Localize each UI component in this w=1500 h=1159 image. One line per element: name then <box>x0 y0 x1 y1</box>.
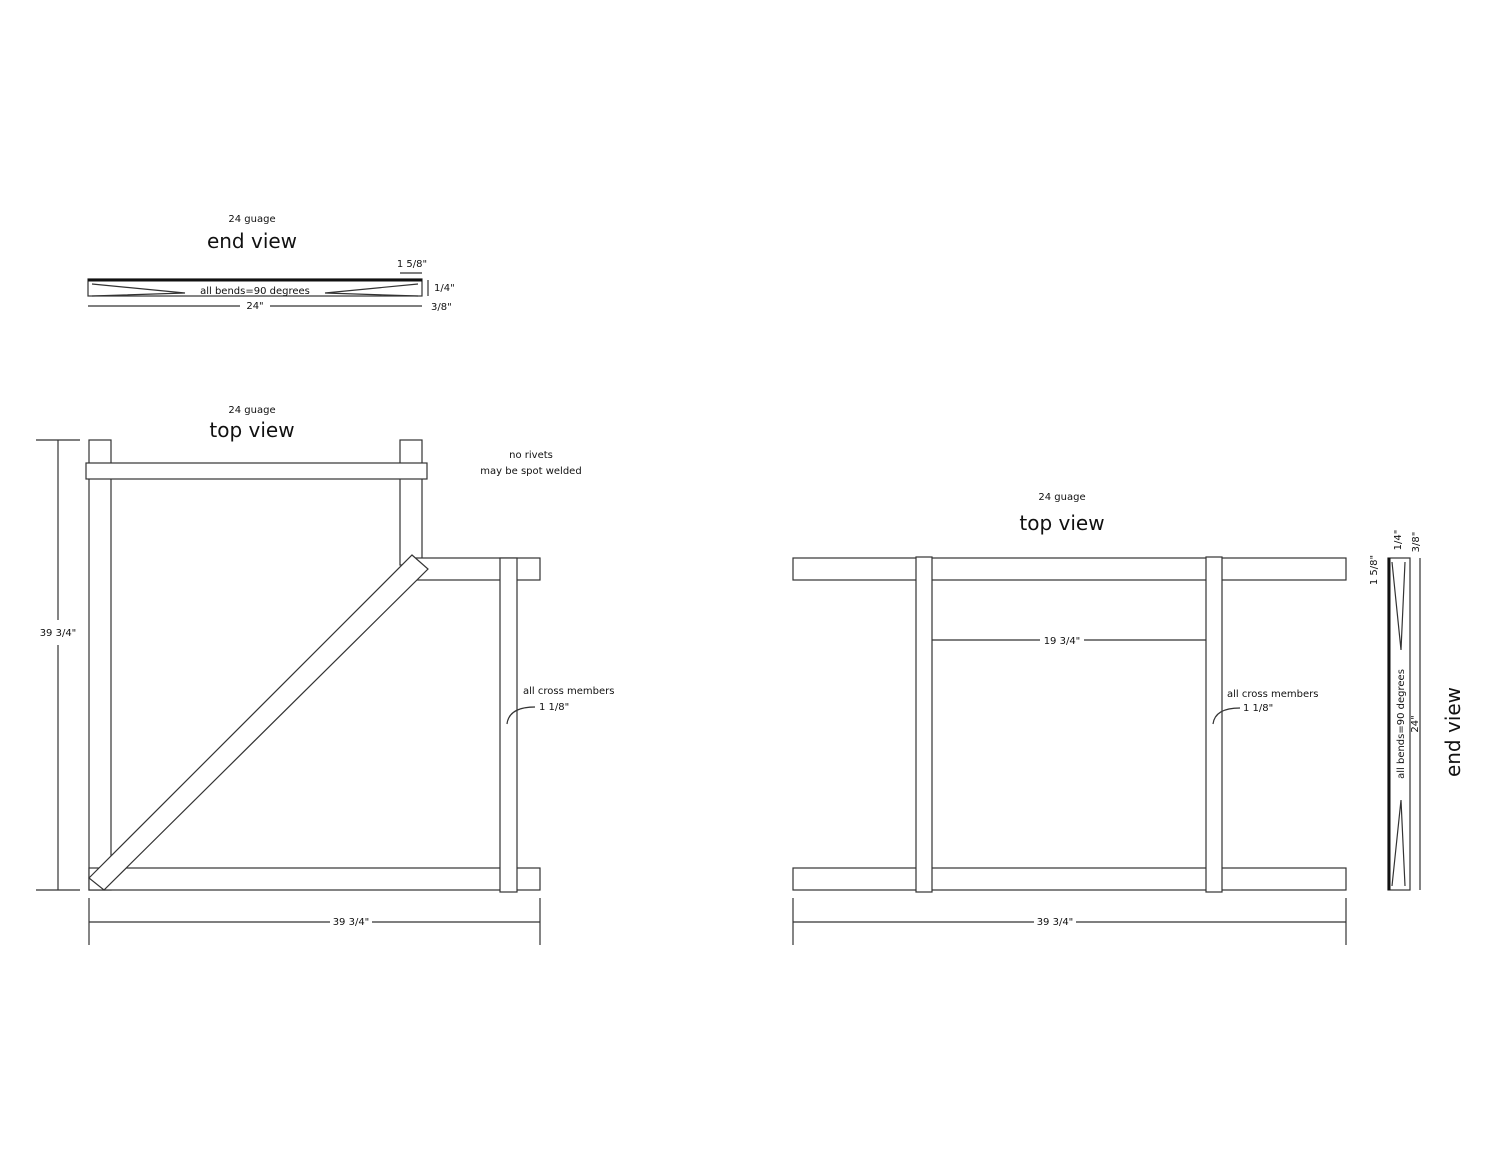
right-cross-member <box>499 557 518 893</box>
cross-member-note: all cross members <box>523 686 614 697</box>
lip-dim: 3/8" <box>431 302 452 313</box>
bends-note: all bends=90 degrees <box>1396 669 1407 779</box>
cross-member-dim: 1 1/8" <box>539 702 569 713</box>
top-view-right: 24 guage top view 19 3/4" all cross memb… <box>792 492 1347 945</box>
break-lines <box>1391 561 1406 887</box>
width-dim: 24" <box>246 301 263 312</box>
top-rail <box>792 557 1347 581</box>
right-post <box>399 439 423 566</box>
bottom-rail <box>792 867 1347 891</box>
flange-dim: 1 5/8" <box>397 259 427 270</box>
span-dim: 19 3/4" <box>1044 636 1081 647</box>
height-dim: 1/4" <box>434 283 455 294</box>
gauge-label: 24 guage <box>1038 492 1085 503</box>
view-title: end view <box>1441 687 1465 777</box>
flange-dim: 1 5/8" <box>1369 555 1380 585</box>
rivet-note: no rivets <box>509 450 553 461</box>
height-dim: 1/4" <box>1393 530 1404 551</box>
lip-dim: 3/8" <box>1411 532 1422 553</box>
end-view-right: all bends=90 degrees 24" 1 5/8" 1/4" 3/8… <box>1369 530 1465 891</box>
height-dim: 39 3/4" <box>40 628 77 639</box>
break-lines <box>91 283 419 297</box>
weld-note: may be spot welded <box>480 466 581 477</box>
width-dim: 24" <box>1410 715 1421 732</box>
cross-member-dim: 1 1/8" <box>1243 703 1273 714</box>
width-dim: 39 3/4" <box>1037 917 1074 928</box>
left-cross-member <box>915 556 933 893</box>
end-view-top: 24 guage end view all bends=90 degrees 2… <box>87 214 455 313</box>
right-cross-member <box>1205 556 1223 893</box>
top-view-left: 24 guage top view no rivets may be spot … <box>36 405 614 945</box>
bottom-bar <box>88 867 541 891</box>
left-rail <box>88 439 112 891</box>
view-title: end view <box>207 229 297 253</box>
cross-member-note: all cross members <box>1227 689 1318 700</box>
gauge-label: 24 guage <box>228 405 275 416</box>
leader-line <box>506 706 536 725</box>
view-title: top view <box>209 418 294 442</box>
width-dim: 39 3/4" <box>333 917 370 928</box>
leader-line <box>1212 707 1241 725</box>
diagonal-brace <box>88 554 429 891</box>
gauge-label: 24 guage <box>228 214 275 225</box>
view-title: top view <box>1019 511 1104 535</box>
top-cross-bar <box>85 462 428 480</box>
bends-note: all bends=90 degrees <box>200 286 310 297</box>
right-top-bar <box>410 557 541 581</box>
